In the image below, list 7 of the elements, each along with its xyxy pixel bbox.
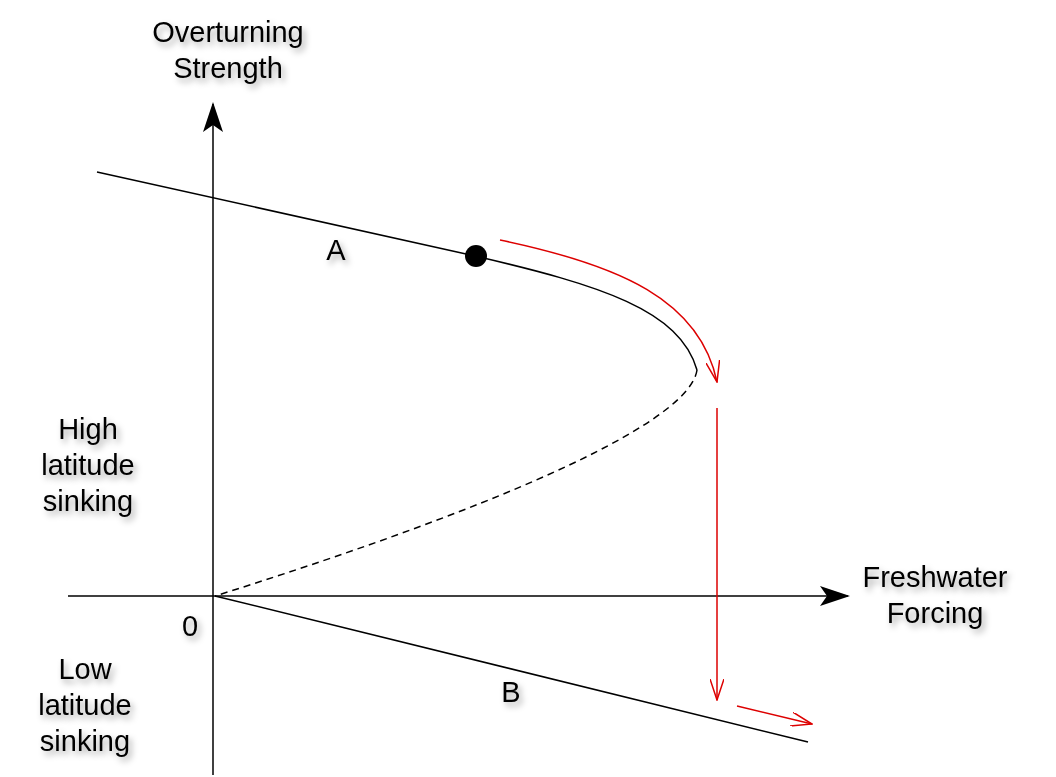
branch-label: A <box>325 233 347 268</box>
branch-label: B <box>500 675 522 710</box>
origin-label: 0 <box>180 609 200 644</box>
region-label: Low latitude sinking <box>37 652 133 759</box>
axis-label: Overturning Strength <box>151 15 305 86</box>
axis-label: Freshwater Forcing <box>861 560 1009 631</box>
region-label: High latitude sinking <box>40 412 136 519</box>
